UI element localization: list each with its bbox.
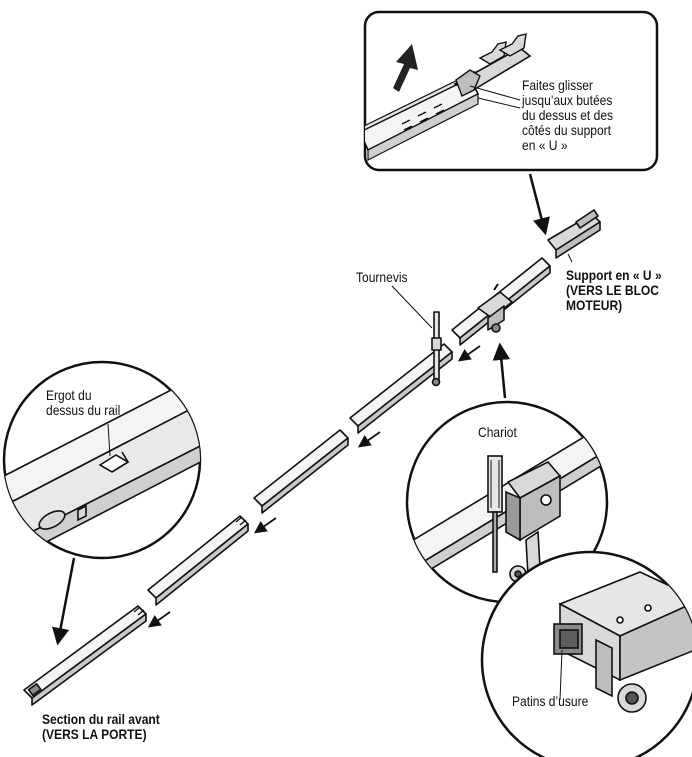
rail-tab-label: Ergot du dessus du rail bbox=[46, 387, 121, 418]
pointer-arrow-left bbox=[52, 557, 76, 646]
u-bracket-leader bbox=[567, 253, 573, 263]
rail-assembly bbox=[23, 209, 601, 706]
inset-u-bracket-detail bbox=[363, 10, 659, 172]
inset-rail-tab-detail bbox=[2, 360, 202, 560]
pointer-arrow-center bbox=[492, 342, 511, 399]
front-rail-label: Section du rail avant (VERS LA PORTE) bbox=[42, 711, 160, 742]
slide-instruction-label: Faites glisser jusqu’aux butées du dessu… bbox=[522, 77, 614, 153]
screwdriver-label: Tournevis bbox=[356, 269, 408, 285]
u-bracket-label: Support en « U » (VERS LE BLOC MOTEUR) bbox=[566, 267, 662, 313]
wear-pads-label: Patins d’usure bbox=[512, 693, 589, 709]
pointer-arrow-top bbox=[528, 173, 550, 236]
trolley-label: Chariot bbox=[478, 424, 517, 440]
direction-arrows bbox=[147, 345, 481, 628]
screwdriver-leader bbox=[391, 285, 433, 329]
inset-trolley-detail bbox=[405, 400, 609, 604]
inset-wear-pads-detail bbox=[480, 550, 692, 757]
